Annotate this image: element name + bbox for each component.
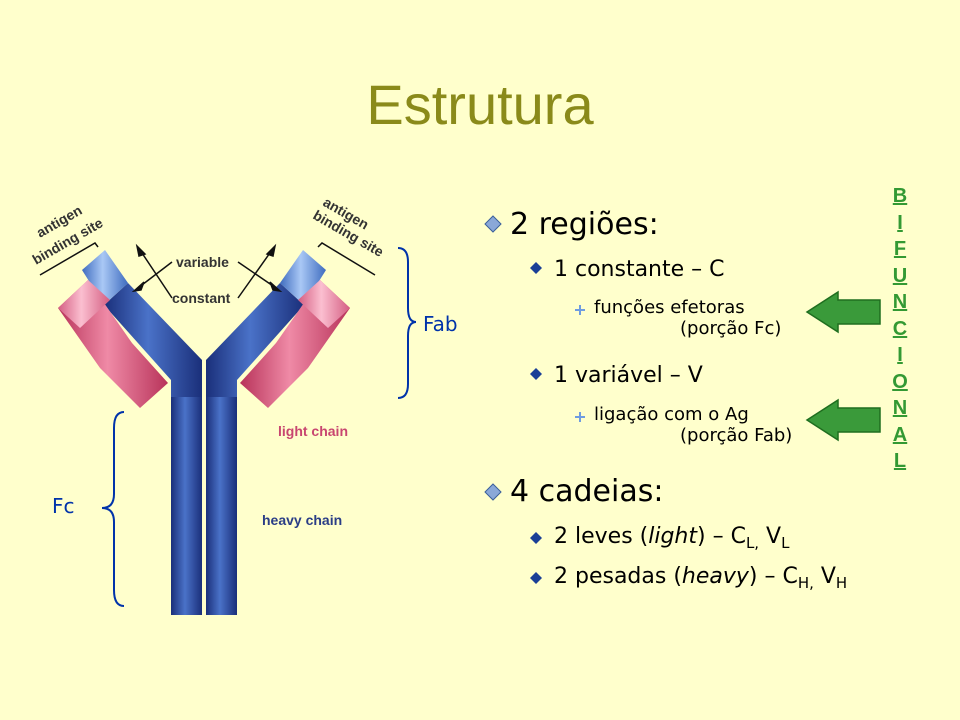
arrow-funcoes-efetoras <box>805 290 881 334</box>
bullet-funcoes-efetoras: funções efetoras (porção Fc) <box>594 297 781 339</box>
fab-bracket <box>397 247 417 399</box>
constant-label: constant <box>172 290 231 306</box>
light-chain-left <box>58 280 168 408</box>
bullet-ligacao-ag: ligação com o Ag (porção Fab) <box>594 404 792 446</box>
ligacao-ag-line1: ligação com o Ag <box>594 404 749 425</box>
bullet-leves: 2 leves (light) – CL, VL <box>554 524 790 553</box>
bullet-cross-icon <box>575 305 585 315</box>
slide-title: Estrutura <box>366 73 594 136</box>
bullet-diamond-icon <box>484 215 502 233</box>
bullet-small-diamond-icon <box>530 262 542 274</box>
heavy-chain-right <box>206 250 326 615</box>
bullet-cadeias: 4 cadeias: <box>510 474 664 509</box>
bullet-regioes: 2 regiões: <box>510 207 659 242</box>
binding-site-brackets <box>39 242 376 276</box>
heavy-chain-label: heavy chain <box>262 512 342 528</box>
light-chain-right <box>240 280 350 408</box>
bullet-diamond-icon <box>484 483 502 501</box>
bullet-cross-icon <box>575 412 585 422</box>
fc-bracket <box>101 411 125 607</box>
fc-label: Fc <box>52 494 75 518</box>
bullet-pesadas: 2 pesadas (heavy) – CH, VH <box>554 564 848 593</box>
light-chain-label: light chain <box>278 423 348 439</box>
vertical-word-bifuncional: B I F U N C I O N A L <box>892 185 908 472</box>
arrow-ligacao-ag <box>805 398 881 442</box>
heavy-chain-left <box>82 250 202 615</box>
funcoes-efetoras-line2: (porção Fc) <box>680 318 782 339</box>
bullet-small-diamond-icon <box>530 532 542 544</box>
bullet-constante: 1 constante – C <box>554 257 725 282</box>
bullet-small-diamond-icon <box>530 368 542 380</box>
bullet-variavel: 1 variável – V <box>554 363 703 388</box>
bullet-small-diamond-icon <box>530 572 542 584</box>
ligacao-ag-line2: (porção Fab) <box>680 425 793 446</box>
variable-label: variable <box>176 254 229 270</box>
domain-arrows <box>131 243 283 299</box>
fab-label: Fab <box>423 312 458 336</box>
funcoes-efetoras-line1: funções efetoras <box>594 297 745 318</box>
